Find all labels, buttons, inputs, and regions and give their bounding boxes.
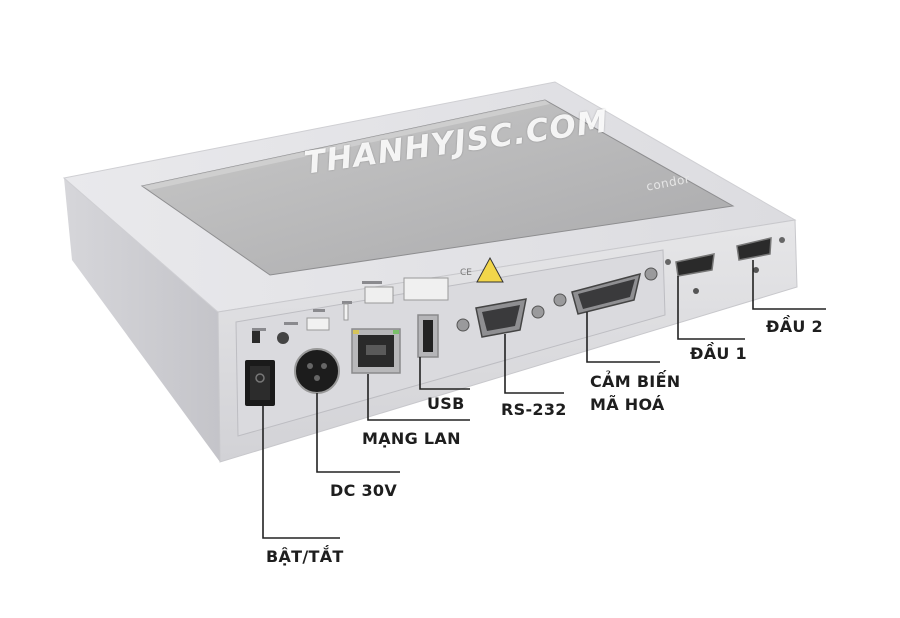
dc-indicator (277, 332, 289, 344)
marking-usb (342, 301, 352, 304)
lan-port (351, 328, 401, 374)
label-usb: USB (427, 394, 465, 413)
panel-screw-right (779, 237, 785, 243)
marking-lan (313, 309, 325, 312)
label-head1: ĐẦU 1 (690, 344, 747, 363)
head1-screw (693, 288, 699, 294)
usb-slot-indicator (343, 303, 349, 321)
label-encoder-line2: MÃ HOÁ (590, 395, 665, 414)
label-lan: MẠNG LAN (362, 429, 461, 448)
leader-head1 (677, 276, 745, 340)
power-switch (245, 360, 275, 406)
leader-lan (367, 374, 470, 421)
serial-sticker (403, 277, 449, 301)
label-head2: ĐẦU 2 (766, 317, 823, 336)
panel-screw-left (665, 259, 671, 265)
leader-head2 (752, 260, 826, 310)
leader-lines (262, 260, 826, 539)
leader-usb (419, 357, 470, 390)
rs232-port (456, 298, 545, 338)
small-connector (252, 331, 260, 343)
label-dc-30v: DC 30V (330, 481, 398, 500)
leader-encoder (586, 312, 660, 363)
head2-port (736, 237, 772, 261)
label-rs232: RS-232 (501, 400, 567, 419)
ce-mark: CE (460, 268, 472, 278)
rs232-sticker (364, 286, 394, 304)
label-encoder-line1: CẢM BIẾN (590, 372, 681, 391)
leader-power (262, 406, 340, 539)
label-power-switch: BẬT/TẮT (266, 547, 344, 566)
head2-screw (753, 267, 759, 273)
screen-bezel-highlight (142, 100, 550, 190)
leader-rs232 (504, 334, 564, 394)
label-encoder: CẢM BIẾN MÃ HOÁ (590, 370, 681, 416)
left-side-face (64, 178, 220, 462)
encoder-port (553, 267, 658, 315)
warning-icon (476, 256, 504, 283)
leader-dc (316, 393, 400, 473)
head1-port (675, 253, 715, 277)
dc-power-jack (294, 348, 340, 394)
marking-dc (284, 322, 298, 325)
marking-rs232 (362, 281, 382, 284)
panel-markings (252, 281, 382, 331)
usb-port (417, 314, 439, 358)
marking-power (252, 328, 266, 331)
lan-label-sticker (306, 317, 330, 331)
